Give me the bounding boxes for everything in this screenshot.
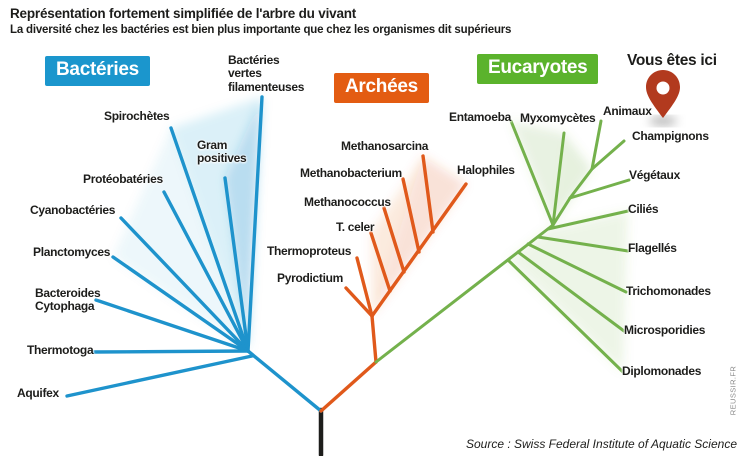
archaea-branches	[319, 154, 468, 413]
eukaryotes-badge: Eucaryotes	[477, 54, 599, 84]
taxon-gram-positives: Gram positives	[197, 138, 247, 166]
taxon-aquifex: Aquifex	[17, 386, 59, 400]
taxon-diplomonades: Diplomonades	[622, 364, 702, 378]
taxon-myxomycetes: Myxomycètes	[520, 111, 596, 125]
taxon-bacteries-vertes-filamenteuses: Bactéries vertes filamenteuses	[228, 53, 305, 94]
taxon-champignons: Champignons	[632, 129, 709, 143]
taxon-halophiles: Halophiles	[457, 163, 515, 177]
eukaryote-shading	[508, 121, 628, 372]
page-title: Représentation fortement simplifiée de l…	[10, 6, 357, 21]
source-credit: Source : Swiss Federal Institute of Aqua…	[465, 437, 737, 451]
taxon-entamoeba: Entamoeba	[449, 110, 511, 124]
taxon-vegetaux: Végétaux	[629, 168, 680, 182]
eukaryote-branches	[374, 119, 631, 374]
location-pin-hole	[656, 81, 670, 95]
taxon-proteobacteries: Protéobatéries	[83, 172, 163, 186]
taxon-methanosarcina: Methanosarcina	[341, 139, 429, 153]
taxon-microsporidies: Microsporidies	[624, 323, 706, 337]
page-subtitle: La diversité chez les bactéries est bien…	[10, 24, 512, 36]
watermark: REUSSIR.FR	[728, 365, 738, 416]
taxon-flagelles: Flagellés	[628, 241, 677, 255]
you-are-here-label: Vous êtes ici	[627, 52, 717, 69]
bacteria-branches	[65, 95, 323, 413]
taxon-bacteroides-cytophaga: Bacteroides Cytophaga	[35, 286, 101, 314]
taxon-thermoproteus: Thermoproteus	[267, 244, 352, 258]
taxon-cyanobacteries: Cyanobactéries	[30, 203, 116, 217]
taxon-t-celer: T. celer	[336, 220, 375, 234]
archaea-badge: Archées	[334, 73, 429, 103]
taxon-pyrodictium: Pyrodictium	[277, 271, 344, 285]
pin-shadow	[649, 117, 677, 125]
taxon-thermotoga: Thermotoga	[27, 343, 94, 357]
taxon-methanococcus: Methanococcus	[304, 195, 391, 209]
taxon-trichomonades: Trichomonades	[626, 284, 711, 298]
taxon-animaux: Animaux	[603, 104, 652, 118]
taxon-spirochetes: Spirochètes	[104, 109, 170, 123]
taxon-methanobacterium: Methanobacterium	[300, 166, 402, 180]
bacteria-badge: Bactéries	[45, 56, 150, 86]
taxon-planctomyces: Planctomyces	[33, 245, 111, 259]
taxon-cilies: Ciliés	[628, 202, 659, 216]
